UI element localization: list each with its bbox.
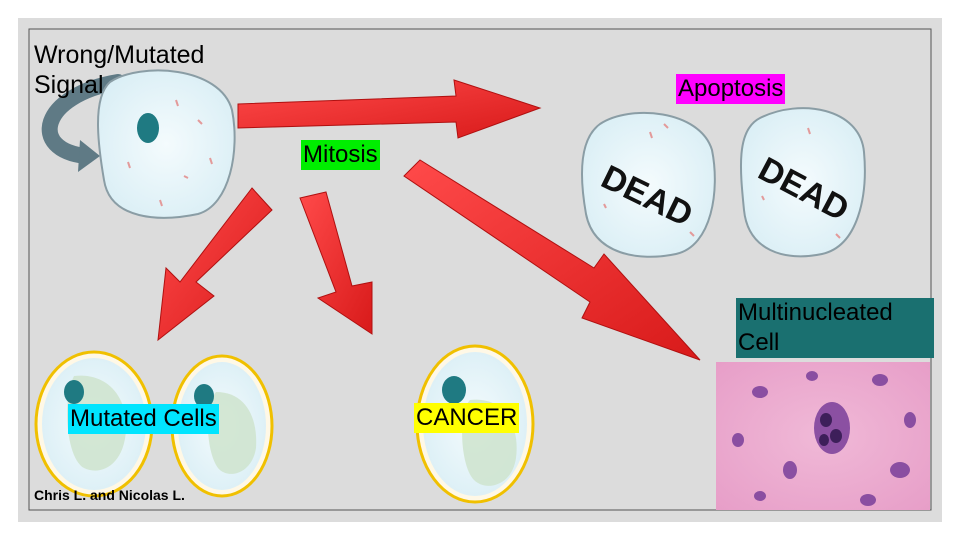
arrow-to-apoptosis (237, 79, 542, 139)
arrow-to-mutated (157, 187, 273, 342)
curved-arrow-icon (41, 74, 126, 172)
mutated-cell-2 (170, 354, 274, 498)
cancer-label: CANCER (414, 403, 520, 433)
multinucleated-label: Multinucleated Cell (736, 298, 934, 358)
credits: Chris L. and Nicolas L. (34, 487, 185, 503)
arrow-to-multinucleated (403, 159, 701, 361)
dead-cell-1 (581, 111, 716, 258)
mutated-cells-label: Mutated Cells (68, 404, 219, 434)
mitosis-label: Mitosis (301, 140, 380, 170)
arrow-to-cancer (299, 191, 373, 335)
source-cell (97, 69, 236, 219)
tissue-image (716, 362, 930, 510)
dead-cell-2 (739, 107, 866, 258)
apoptosis-label: Apoptosis (676, 74, 786, 104)
title: Wrong/Mutated Signal (34, 41, 205, 99)
frame (28, 28, 932, 511)
